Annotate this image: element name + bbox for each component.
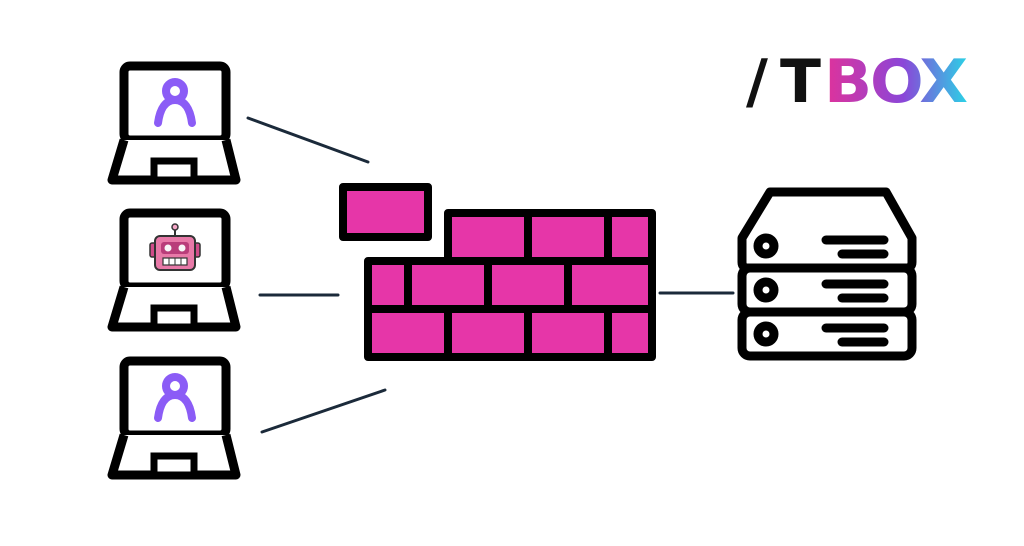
- laptop-trackpad: [150, 157, 198, 184]
- logo-t: T: [780, 50, 821, 112]
- server-stack-icon: [737, 187, 917, 361]
- logo-box: BOX: [824, 50, 968, 112]
- logo-slash: /: [746, 50, 768, 112]
- person-icon: [154, 78, 196, 127]
- brick-wall-icon: [339, 183, 656, 361]
- laptop-trackpad: [150, 304, 198, 331]
- loose-brick: [339, 183, 432, 241]
- user-laptop-1: [107, 61, 241, 185]
- robot-icon: [149, 223, 201, 271]
- connector-user1-firewall: [246, 116, 370, 164]
- laptop-trackpad: [150, 452, 198, 479]
- person-icon: [154, 373, 196, 422]
- connector-user2-firewall: [260, 388, 387, 434]
- user-laptop-2: [107, 356, 241, 480]
- bot-laptop: [107, 208, 241, 332]
- itbox-logo: / T BOX: [746, 50, 970, 112]
- connectors: [246, 116, 735, 434]
